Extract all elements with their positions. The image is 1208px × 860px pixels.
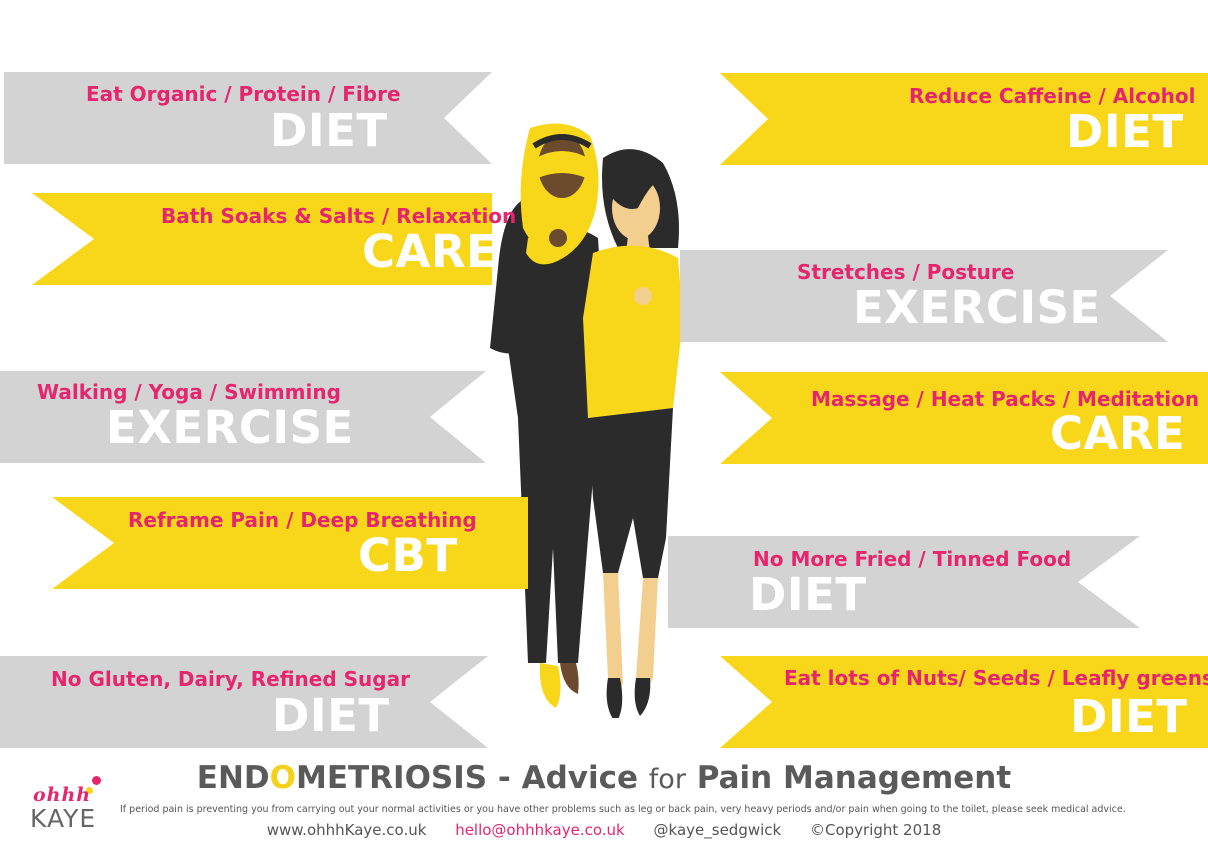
ribbon-subtitle: Eat Organic / Protein / Fibre [86,82,401,106]
ribbon-shape [680,250,1168,342]
title-dash: - [487,760,522,796]
logo-dot-pink [92,776,101,785]
ribbon-diet-gluten: No Gluten, Dairy, Refined Sugar DIET [0,656,488,748]
women-illustration [490,123,683,718]
logo-script-text: ohhh [33,784,92,806]
website-link[interactable]: www.ohhhKaye.co.uk [266,821,427,839]
ribbon-shape [4,72,492,164]
ribbon-diet-organic: Eat Organic / Protein / Fibre DIET [4,72,492,164]
contact-links: www.ohhhKaye.co.uk hello@ohhhkaye.co.uk … [0,821,1208,839]
ribbon-shape [668,536,1140,628]
title-part-metriosis: METRIOSIS [296,760,488,796]
woman-yellow-top-figure [583,149,683,718]
logo-name-text: KAYE [30,804,97,833]
ribbon-shape [32,193,492,285]
social-handle[interactable]: @kaye_sedgwick [653,821,782,839]
ribbon-subtitle: Eat lots of Nuts/ Seeds / Leafly greens [784,666,1208,690]
ribbon-category: CARE [362,225,498,278]
ribbon-shape [52,497,528,589]
title-part-end: END [196,760,270,796]
ribbon-diet-nuts: Eat lots of Nuts/ Seeds / Leafly greens … [720,656,1208,748]
ribbon-cbt: Reframe Pain / Deep Breathing CBT [52,497,528,589]
ohhh-kaye-logo: ohhh KAYE [30,772,110,833]
ribbon-shape [0,371,486,463]
ribbon-subtitle: Walking / Yoga / Swimming [37,380,341,404]
ribbon-category: DIET [1070,690,1188,743]
title-advice: Advice [521,760,638,796]
page-title: ENDOMETRIOSIS - Advice for Pain Manageme… [0,760,1208,796]
title-letter-o: O [269,760,296,796]
ribbon-category: EXERCISE [853,281,1101,334]
ribbon-subtitle: No Gluten, Dairy, Refined Sugar [51,667,410,691]
ribbon-category: CARE [1050,407,1186,460]
ribbon-subtitle: Reduce Caffeine / Alcohol [909,84,1196,108]
ribbon-exercise-stretches: Stretches / Posture EXERCISE [680,250,1168,342]
title-for: for [648,764,686,795]
ribbon-shape [720,73,1208,165]
email-link[interactable]: hello@ohhhkaye.co.uk [455,821,625,839]
ribbon-subtitle: Stretches / Posture [797,260,1015,284]
ribbon-subtitle: Massage / Heat Packs / Meditation [811,387,1200,411]
ribbon-shape [720,372,1208,464]
title-pain-management: Pain Management [696,760,1012,796]
ribbon-category: EXERCISE [106,401,354,454]
ribbon-category: DIET [1066,105,1184,158]
ribbon-category: DIET [272,689,390,742]
medical-disclaimer: If period pain is preventing you from ca… [120,804,1126,815]
ribbon-shape [0,656,488,748]
logo-dot-yellow [86,787,93,794]
ribbon-care-massage: Massage / Heat Packs / Meditation CARE [720,372,1208,464]
ribbon-shape [720,656,1208,748]
ribbon-subtitle: No More Fried / Tinned Food [753,547,1072,571]
copyright-text: ©Copyright 2018 [810,821,942,839]
ribbon-category: DIET [749,568,867,621]
ribbon-diet-fried: No More Fried / Tinned Food DIET [668,536,1140,628]
ribbon-subtitle: Reframe Pain / Deep Breathing [128,508,477,532]
ribbon-care-bath: Bath Soaks & Salts / Relaxation CARE [32,193,516,285]
ribbon-category: DIET [270,104,388,157]
ribbon-subtitle: Bath Soaks & Salts / Relaxation [161,204,517,228]
woman-hijab-figure [490,123,606,708]
ribbon-diet-caffeine: Reduce Caffeine / Alcohol DIET [720,73,1208,165]
ribbon-exercise-walking: Walking / Yoga / Swimming EXERCISE [0,371,486,463]
ribbon-category: CBT [358,529,458,582]
